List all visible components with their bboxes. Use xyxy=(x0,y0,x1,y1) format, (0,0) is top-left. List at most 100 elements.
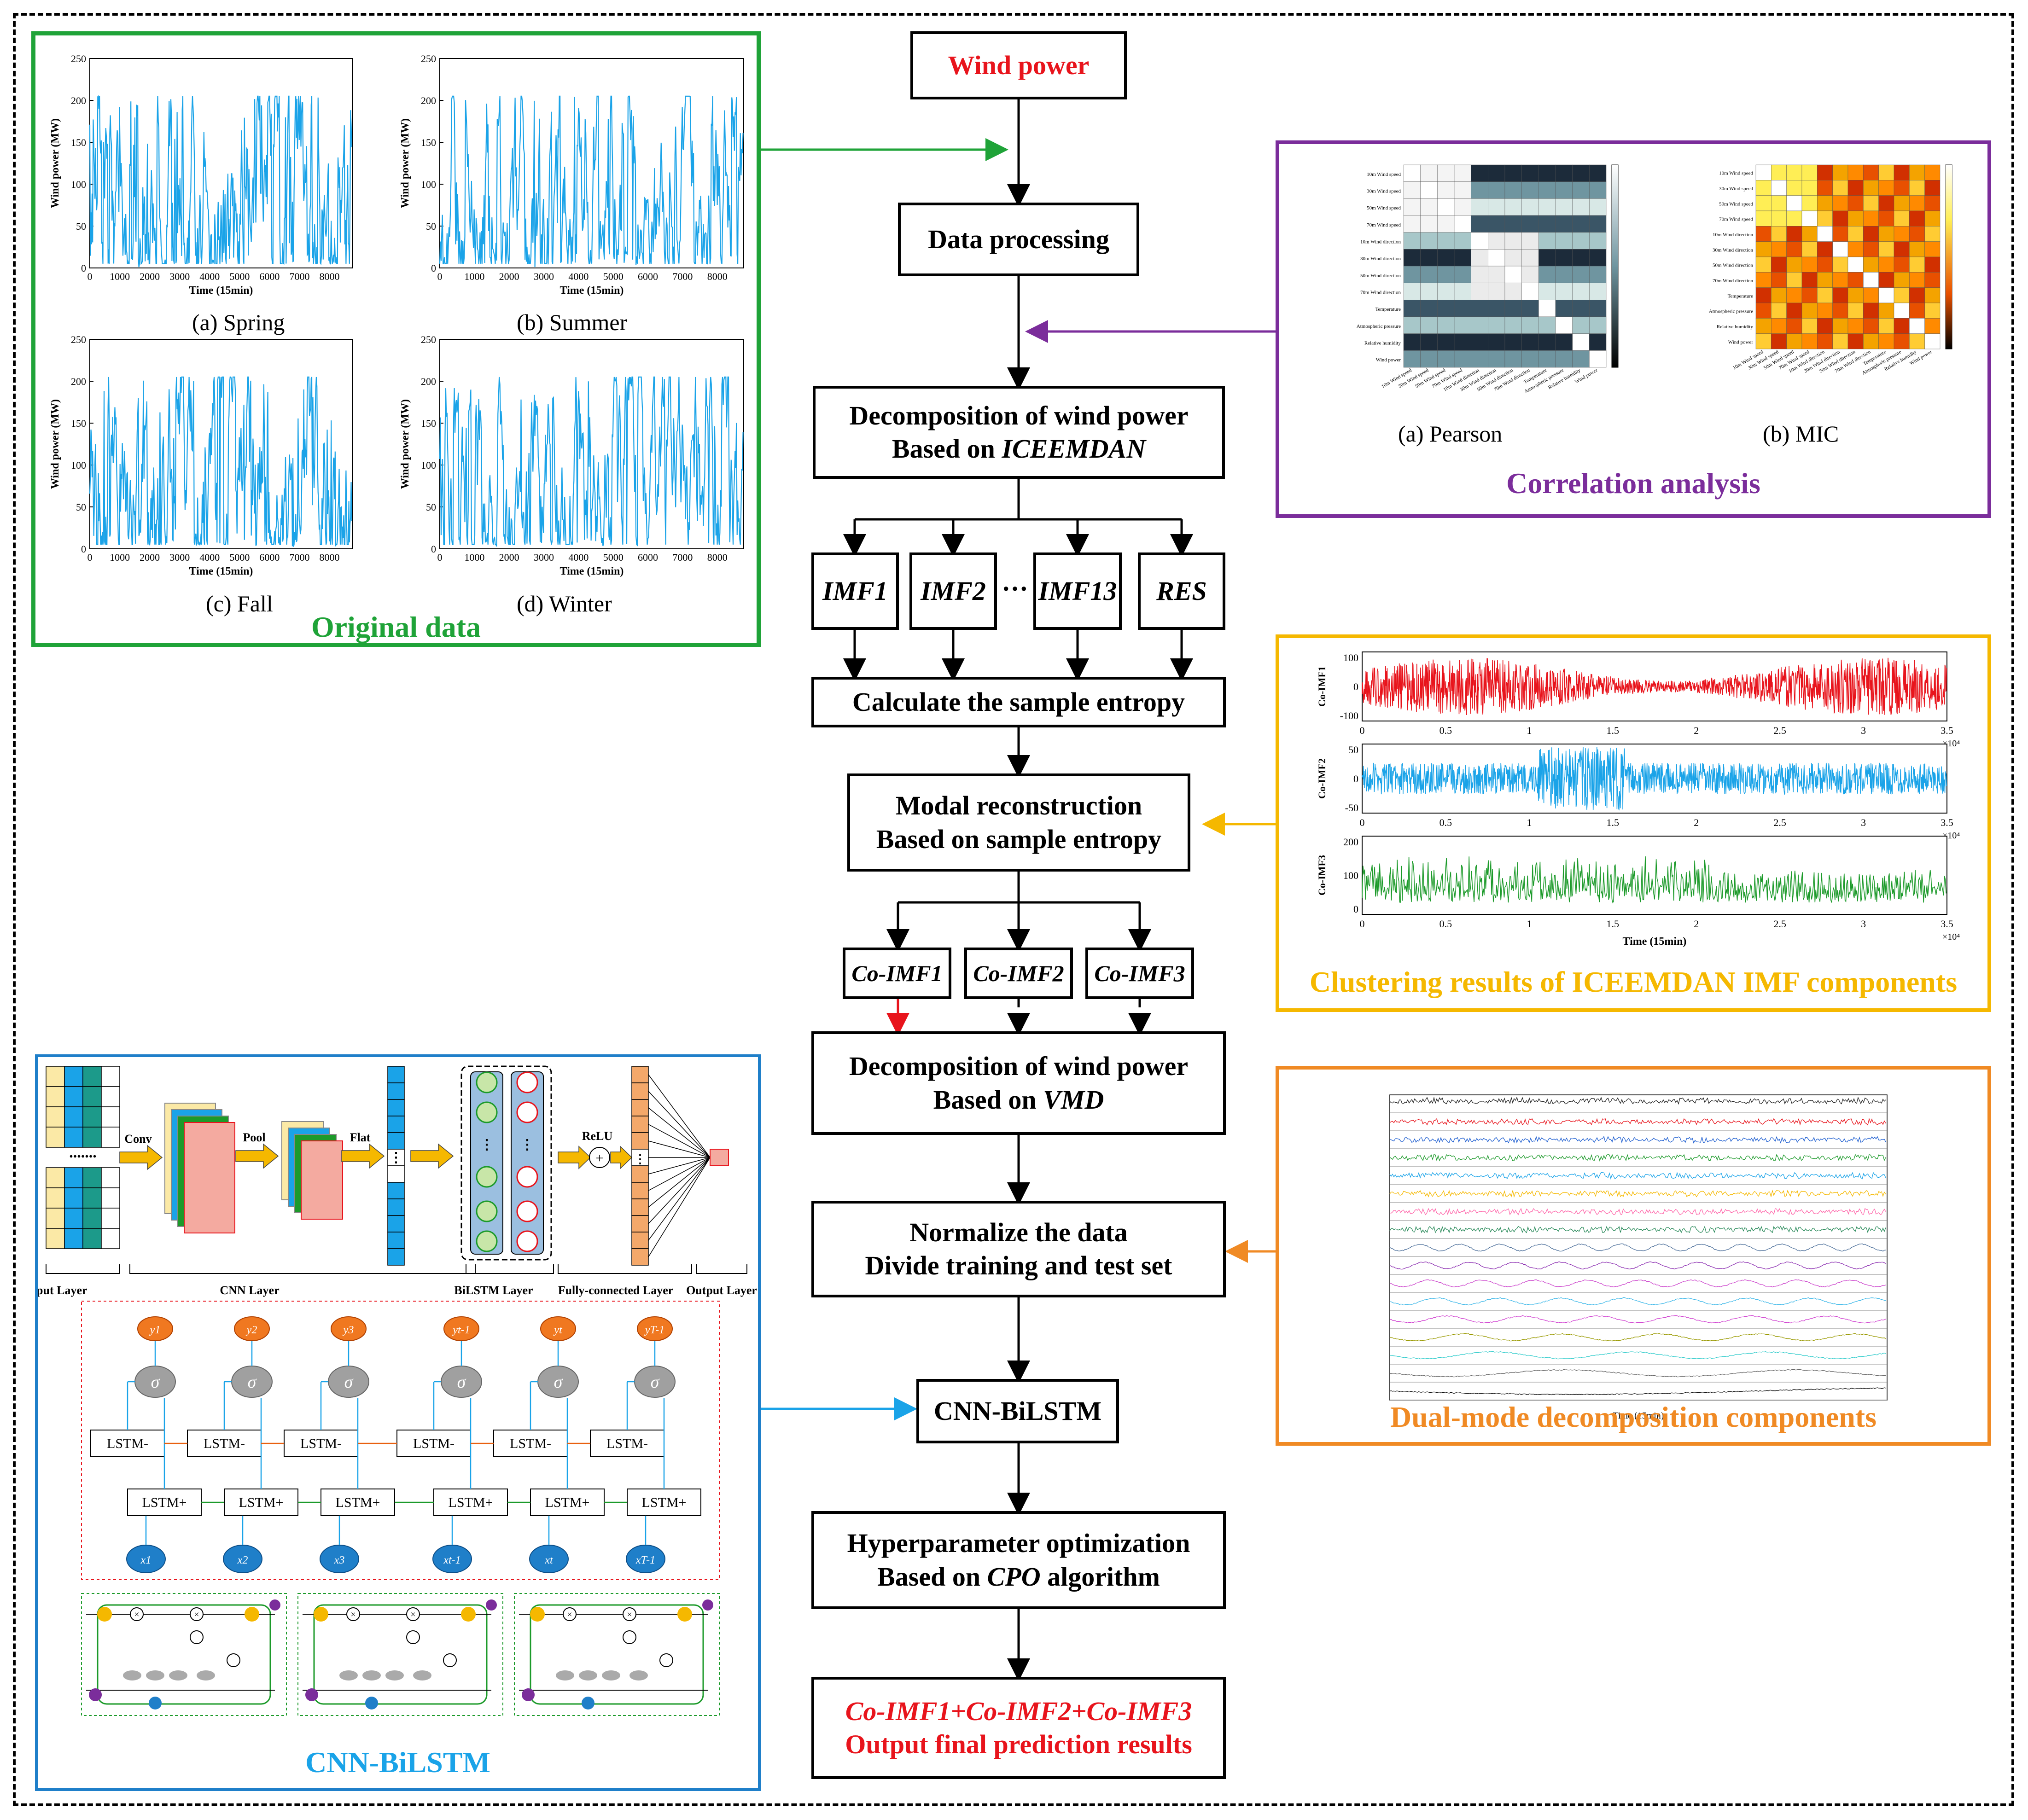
heatmap-cell xyxy=(1755,195,1772,211)
x-tick-label: 3 xyxy=(1861,817,1866,828)
cpo-box: Hyperparameter optimization Based on CPO… xyxy=(811,1511,1226,1609)
heatmap-cell xyxy=(1471,350,1488,368)
heatmap-cell xyxy=(1894,302,1910,319)
heatmap-cell xyxy=(1504,283,1522,300)
heatmap-cell xyxy=(1847,256,1864,273)
heatmap-cell xyxy=(1786,272,1802,288)
y-tick-label: 150 xyxy=(71,137,86,148)
data-processing-label: Data processing xyxy=(928,224,1109,254)
heatmap-cell xyxy=(1454,283,1471,300)
y-tick-label: 150 xyxy=(421,137,436,148)
heatmap-row-label: 50m Wind speed xyxy=(1719,201,1753,207)
heatmap-cell xyxy=(1504,164,1522,182)
x-tick-label: 6000 xyxy=(259,271,280,282)
input-label: x2 xyxy=(237,1554,248,1566)
x-tick-label: 2000 xyxy=(140,552,160,563)
heatmap-cell xyxy=(1801,272,1818,288)
heatmap-cell xyxy=(1420,300,1438,317)
heatmap-cell xyxy=(1437,181,1455,199)
sigma-label: σ xyxy=(651,1372,660,1392)
heatmap-cell xyxy=(1504,232,1522,250)
heatmap-cell xyxy=(1471,283,1488,300)
heatmap-cell xyxy=(1403,232,1421,250)
heatmap-cell xyxy=(1521,300,1539,317)
heatmap-cell xyxy=(1403,215,1421,233)
heatmap-cell xyxy=(1878,241,1894,257)
x-tick-label: 8000 xyxy=(707,271,728,282)
heatmap-cell xyxy=(1572,249,1590,267)
lstm-backward-label: LSTM- xyxy=(510,1436,551,1451)
heatmap-cell xyxy=(1894,210,1910,227)
heatmap-cell xyxy=(1924,302,1941,319)
heatmap-cell xyxy=(1572,283,1590,300)
caption-pearson: (a) Pearson xyxy=(1398,421,1503,447)
heatmap-cell xyxy=(1771,318,1787,334)
heatmap-cell xyxy=(1454,333,1471,351)
x-tick-label: 0.5 xyxy=(1439,725,1452,736)
x-tick-label: 8000 xyxy=(707,552,728,563)
imf2-box: IMF2 xyxy=(909,552,997,630)
modal-reconstruction-line1: Modal reconstruction xyxy=(895,791,1142,820)
heatmap-cell xyxy=(1589,215,1607,233)
vmd-method: VMD xyxy=(1043,1084,1104,1115)
heatmap-cell xyxy=(1538,232,1556,250)
layer-label: Output Layer xyxy=(686,1284,757,1297)
dual-mode-title: Dual-mode decomposition components xyxy=(1390,1401,1877,1433)
x-tick-label: 0 xyxy=(87,271,93,282)
heatmap-cell xyxy=(1420,181,1438,199)
heatmap-row-label: 70m Wind direction xyxy=(1713,278,1753,284)
heatmap-cell xyxy=(1863,180,1879,196)
y-axis-label: Wind power (MW) xyxy=(49,118,61,208)
heatmap-cell xyxy=(1504,266,1522,283)
heatmap-cell xyxy=(1454,232,1471,250)
x-tick-label: 7000 xyxy=(289,271,309,282)
pool-arrow: Pool xyxy=(235,1131,279,1169)
heatmap-cell xyxy=(1589,316,1607,334)
heatmap-cell xyxy=(1847,241,1864,257)
output-label: yT-1 xyxy=(644,1324,664,1336)
heatmap-cell xyxy=(1832,226,1848,242)
heatmap-cell xyxy=(1572,266,1590,283)
heatmap-cell xyxy=(1420,215,1438,233)
heatmap-cell xyxy=(1878,226,1894,242)
x-tick-label: 7000 xyxy=(672,271,693,282)
heatmap-cell xyxy=(1863,195,1879,211)
heatmap-cell xyxy=(1817,256,1833,273)
heatmap-cell xyxy=(1801,180,1818,196)
heatmap-cell xyxy=(1817,333,1833,349)
heatmap-row-label: 10m Wind speed xyxy=(1367,172,1401,177)
x-tick-label: 6000 xyxy=(638,552,658,563)
heatmap-cell xyxy=(1894,256,1910,273)
lstm-cell-diagram: ×× xyxy=(514,1593,720,1716)
heatmap-cell xyxy=(1521,283,1539,300)
y-tick-label: 0 xyxy=(1353,903,1358,915)
x-tick-label: 8000 xyxy=(320,552,340,563)
heatmap-cell xyxy=(1909,287,1925,303)
heatmap-cell xyxy=(1471,181,1488,199)
heatmap-cell xyxy=(1894,241,1910,257)
vmd-line1: Decomposition of wind power xyxy=(849,1051,1189,1081)
svg-text:Pool: Pool xyxy=(243,1131,265,1144)
heatmap-cell xyxy=(1832,287,1848,303)
iceemdan-method: ICEEMDAN xyxy=(1002,434,1146,464)
y-tick-label: 50 xyxy=(76,501,86,513)
y-tick-label: 0 xyxy=(1353,773,1358,785)
x-tick-label: 1 xyxy=(1527,918,1532,930)
heatmap-cell xyxy=(1403,316,1421,334)
y-tick-label: 150 xyxy=(71,418,86,429)
imf1-box: IMF1 xyxy=(811,552,899,630)
input-label: xT-1 xyxy=(635,1554,655,1566)
heatmap-cell xyxy=(1572,333,1590,351)
co-imf3-box: Co-IMF3 xyxy=(1085,948,1194,999)
lstm-backward-label: LSTM- xyxy=(413,1436,455,1451)
cpo-based-on: Based on xyxy=(877,1561,987,1592)
x-tick-label: 1000 xyxy=(110,271,130,282)
x-tick-label: 0 xyxy=(437,552,443,563)
x-axis-label: Time (15min) xyxy=(189,285,253,297)
